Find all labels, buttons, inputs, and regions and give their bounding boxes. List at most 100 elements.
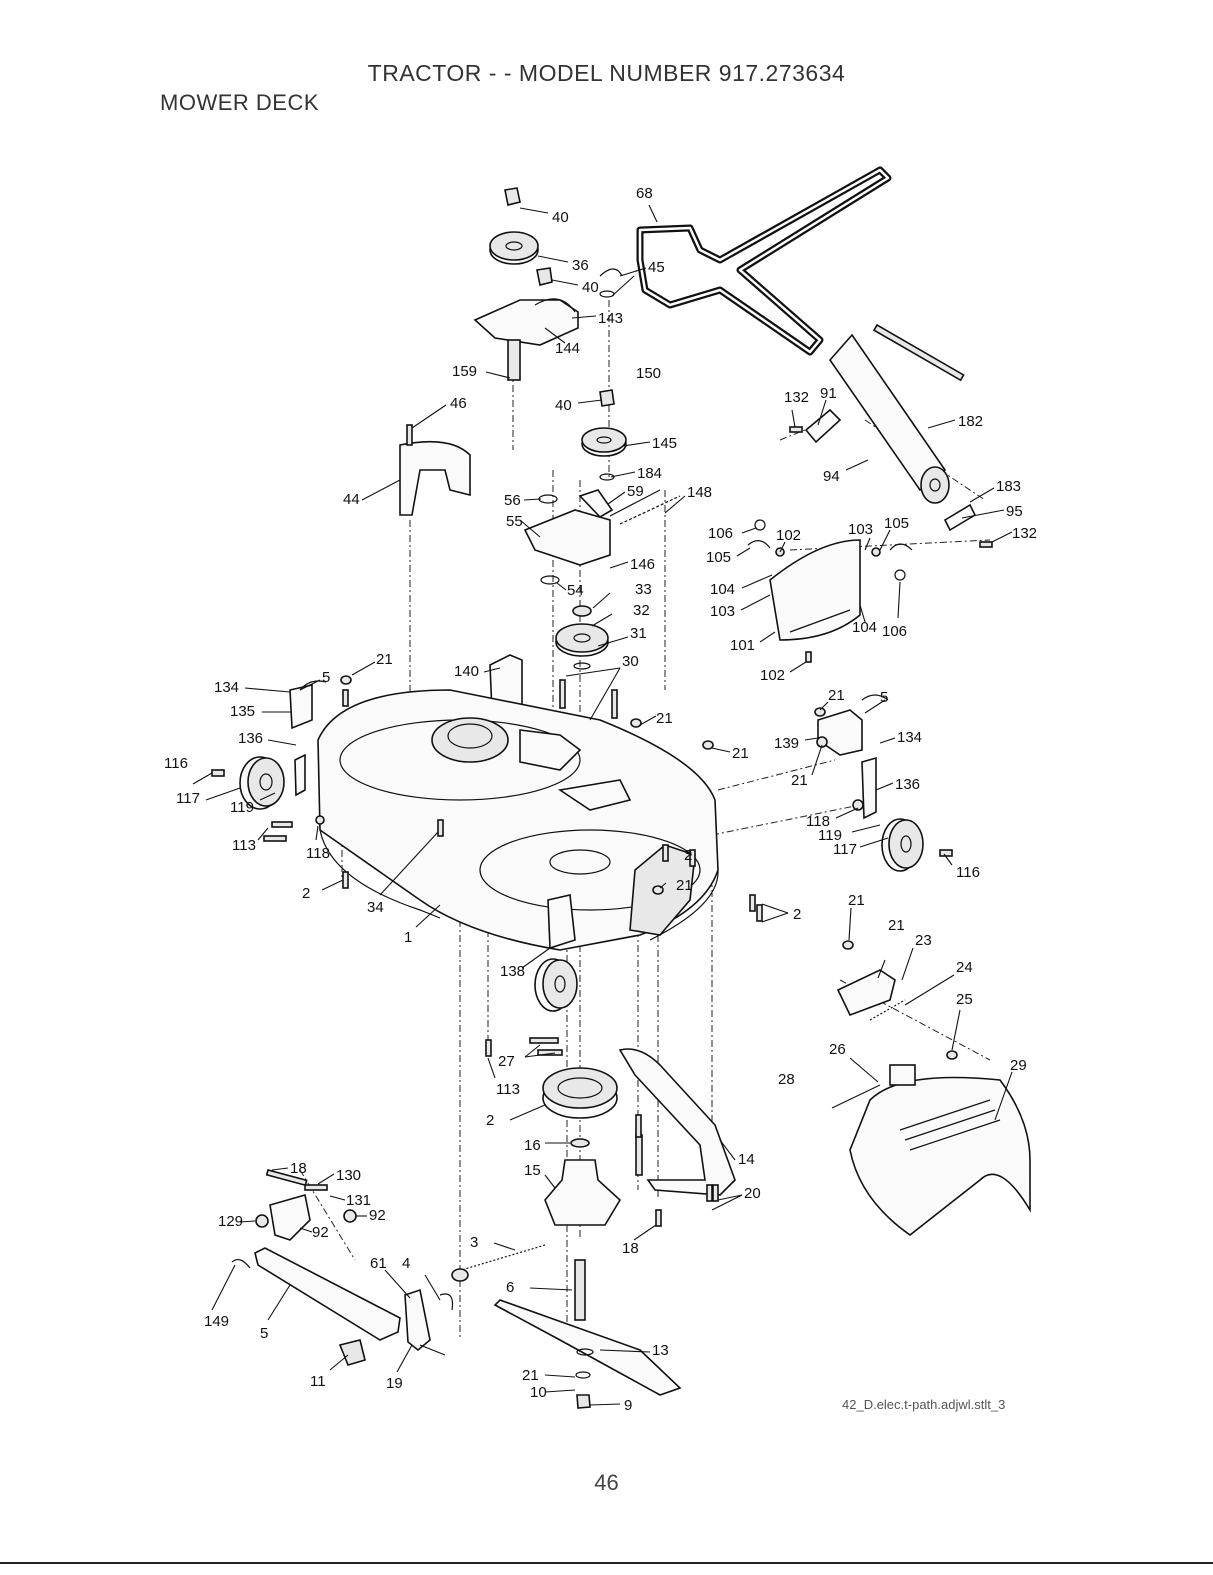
callout-11: 13: [652, 1342, 669, 1359]
callout-45: 45: [648, 259, 665, 276]
callout-36: 36: [572, 257, 589, 274]
callout-5: 5: [322, 669, 330, 686]
spindle-assembly: [493, 1048, 736, 1409]
callout-118: 118: [306, 845, 330, 862]
callout-40: 40: [582, 279, 599, 296]
callout-183: 183: [996, 478, 1021, 495]
callout-18: 18: [622, 1240, 639, 1257]
callout-29: 28: [778, 1071, 795, 1088]
callout-68: 68: [636, 185, 653, 202]
callout-144: 144: [555, 340, 580, 357]
callout-184: 184: [637, 465, 662, 482]
left-wheel-assembly: [211, 680, 327, 842]
callout-104: 104: [852, 619, 877, 636]
lift-linkage: [231, 1169, 546, 1366]
callout-117: 117: [833, 841, 857, 858]
callout-4: 61: [370, 1255, 387, 1272]
callout-18: 20: [744, 1185, 761, 1202]
callout-150: 150: [636, 365, 661, 382]
leader-lines: [192, 204, 1013, 1406]
callout-103: 103: [848, 521, 873, 538]
callout-24: 23: [915, 932, 932, 949]
callout-140: 140: [454, 663, 479, 680]
callout-61: 3: [470, 1234, 478, 1251]
belt-guard: [399, 424, 471, 516]
callout-6: 5: [260, 1325, 268, 1342]
callout-149: 4: [402, 1255, 410, 1272]
callout-95: 95: [1006, 503, 1023, 520]
callout-15: 16: [524, 1137, 541, 1154]
callout-118: 118: [806, 813, 830, 830]
callout-16: 2: [486, 1112, 494, 1129]
callout-134: 134: [214, 679, 239, 696]
callout-20: 14: [738, 1151, 755, 1168]
callout-104: 104: [710, 581, 735, 598]
callout-134: 134: [897, 729, 922, 746]
callout-159: 159: [452, 363, 477, 380]
callout-55: 55: [506, 513, 523, 530]
callout-106: 106: [708, 525, 733, 542]
callout-116: 116: [164, 755, 188, 772]
callout-135: 135: [230, 703, 255, 720]
callout-119: 119: [818, 827, 842, 844]
callout-113: 27: [498, 1053, 515, 1070]
section-title: MOWER DECK: [160, 90, 319, 115]
callout-139: 139: [774, 735, 799, 752]
callout-21: 19: [386, 1375, 403, 1392]
callout-13: 6: [506, 1279, 514, 1296]
callout-2: 2: [302, 885, 310, 902]
callout-92: 92: [369, 1207, 386, 1224]
front-wheel-assembly: [529, 894, 578, 1056]
discharge-cover: [831, 969, 1031, 1236]
callout-132: 132: [784, 389, 809, 406]
callout-105: 105: [884, 515, 909, 532]
callout-91: 91: [820, 385, 837, 402]
callout-19: 11: [310, 1373, 326, 1390]
callout-5: 149: [204, 1313, 229, 1330]
callout-21: 21: [848, 892, 865, 909]
callout-113: 113: [232, 837, 256, 854]
callout-34: 34: [367, 899, 384, 916]
callout-129: 131: [346, 1192, 371, 1209]
callout-145: 145: [652, 435, 677, 452]
callout-31: 31: [630, 625, 647, 642]
callout-59: 59: [627, 483, 644, 500]
callout-9: 10: [530, 1384, 547, 1401]
right-wheel-assembly: [816, 694, 953, 872]
callout-102: 102: [760, 667, 785, 684]
callout-2: 2: [793, 906, 801, 923]
callout-21: 21: [656, 710, 673, 727]
callout-32: 32: [633, 602, 650, 619]
callout-30: 30: [622, 653, 639, 670]
callout-117: 117: [176, 790, 200, 807]
callout-21: 21: [791, 772, 808, 789]
callout-136: 136: [238, 730, 263, 747]
callout-119: 119: [230, 799, 254, 816]
callout-28: 26: [829, 1041, 846, 1058]
callout-116: 116: [956, 864, 980, 881]
callout-33: 33: [635, 581, 652, 598]
callout-92: 129: [218, 1213, 243, 1230]
callout-132: 132: [1012, 525, 1037, 542]
callout-130: 18: [290, 1160, 307, 1177]
callout-3: 92: [312, 1224, 329, 1241]
mower-deck: [317, 689, 719, 951]
idler-pulley-stack: [473, 187, 681, 670]
callout-102: 102: [776, 527, 801, 544]
callout-21: 21: [732, 745, 749, 762]
callout-8: 9: [624, 1397, 632, 1414]
callout-182: 182: [958, 413, 983, 430]
callout-27: 29: [1010, 1057, 1027, 1074]
callout-138: 138: [500, 963, 525, 980]
callout-5: 5: [880, 689, 888, 706]
callout-131: 130: [336, 1167, 361, 1184]
callout-46: 46: [450, 395, 467, 412]
callout-40: 40: [552, 209, 569, 226]
callout-94: 94: [823, 468, 840, 485]
callout-54: 54: [567, 582, 584, 599]
callout-21: 21: [376, 651, 393, 668]
callout-labels: 40 36 40 143 144 45 159 150 68 46 40 145…: [164, 185, 1037, 1414]
callout-2: 2: [684, 847, 692, 864]
page-title: TRACTOR - - MODEL NUMBER 917.273634: [367, 60, 846, 86]
callout-21: 21: [828, 687, 845, 704]
